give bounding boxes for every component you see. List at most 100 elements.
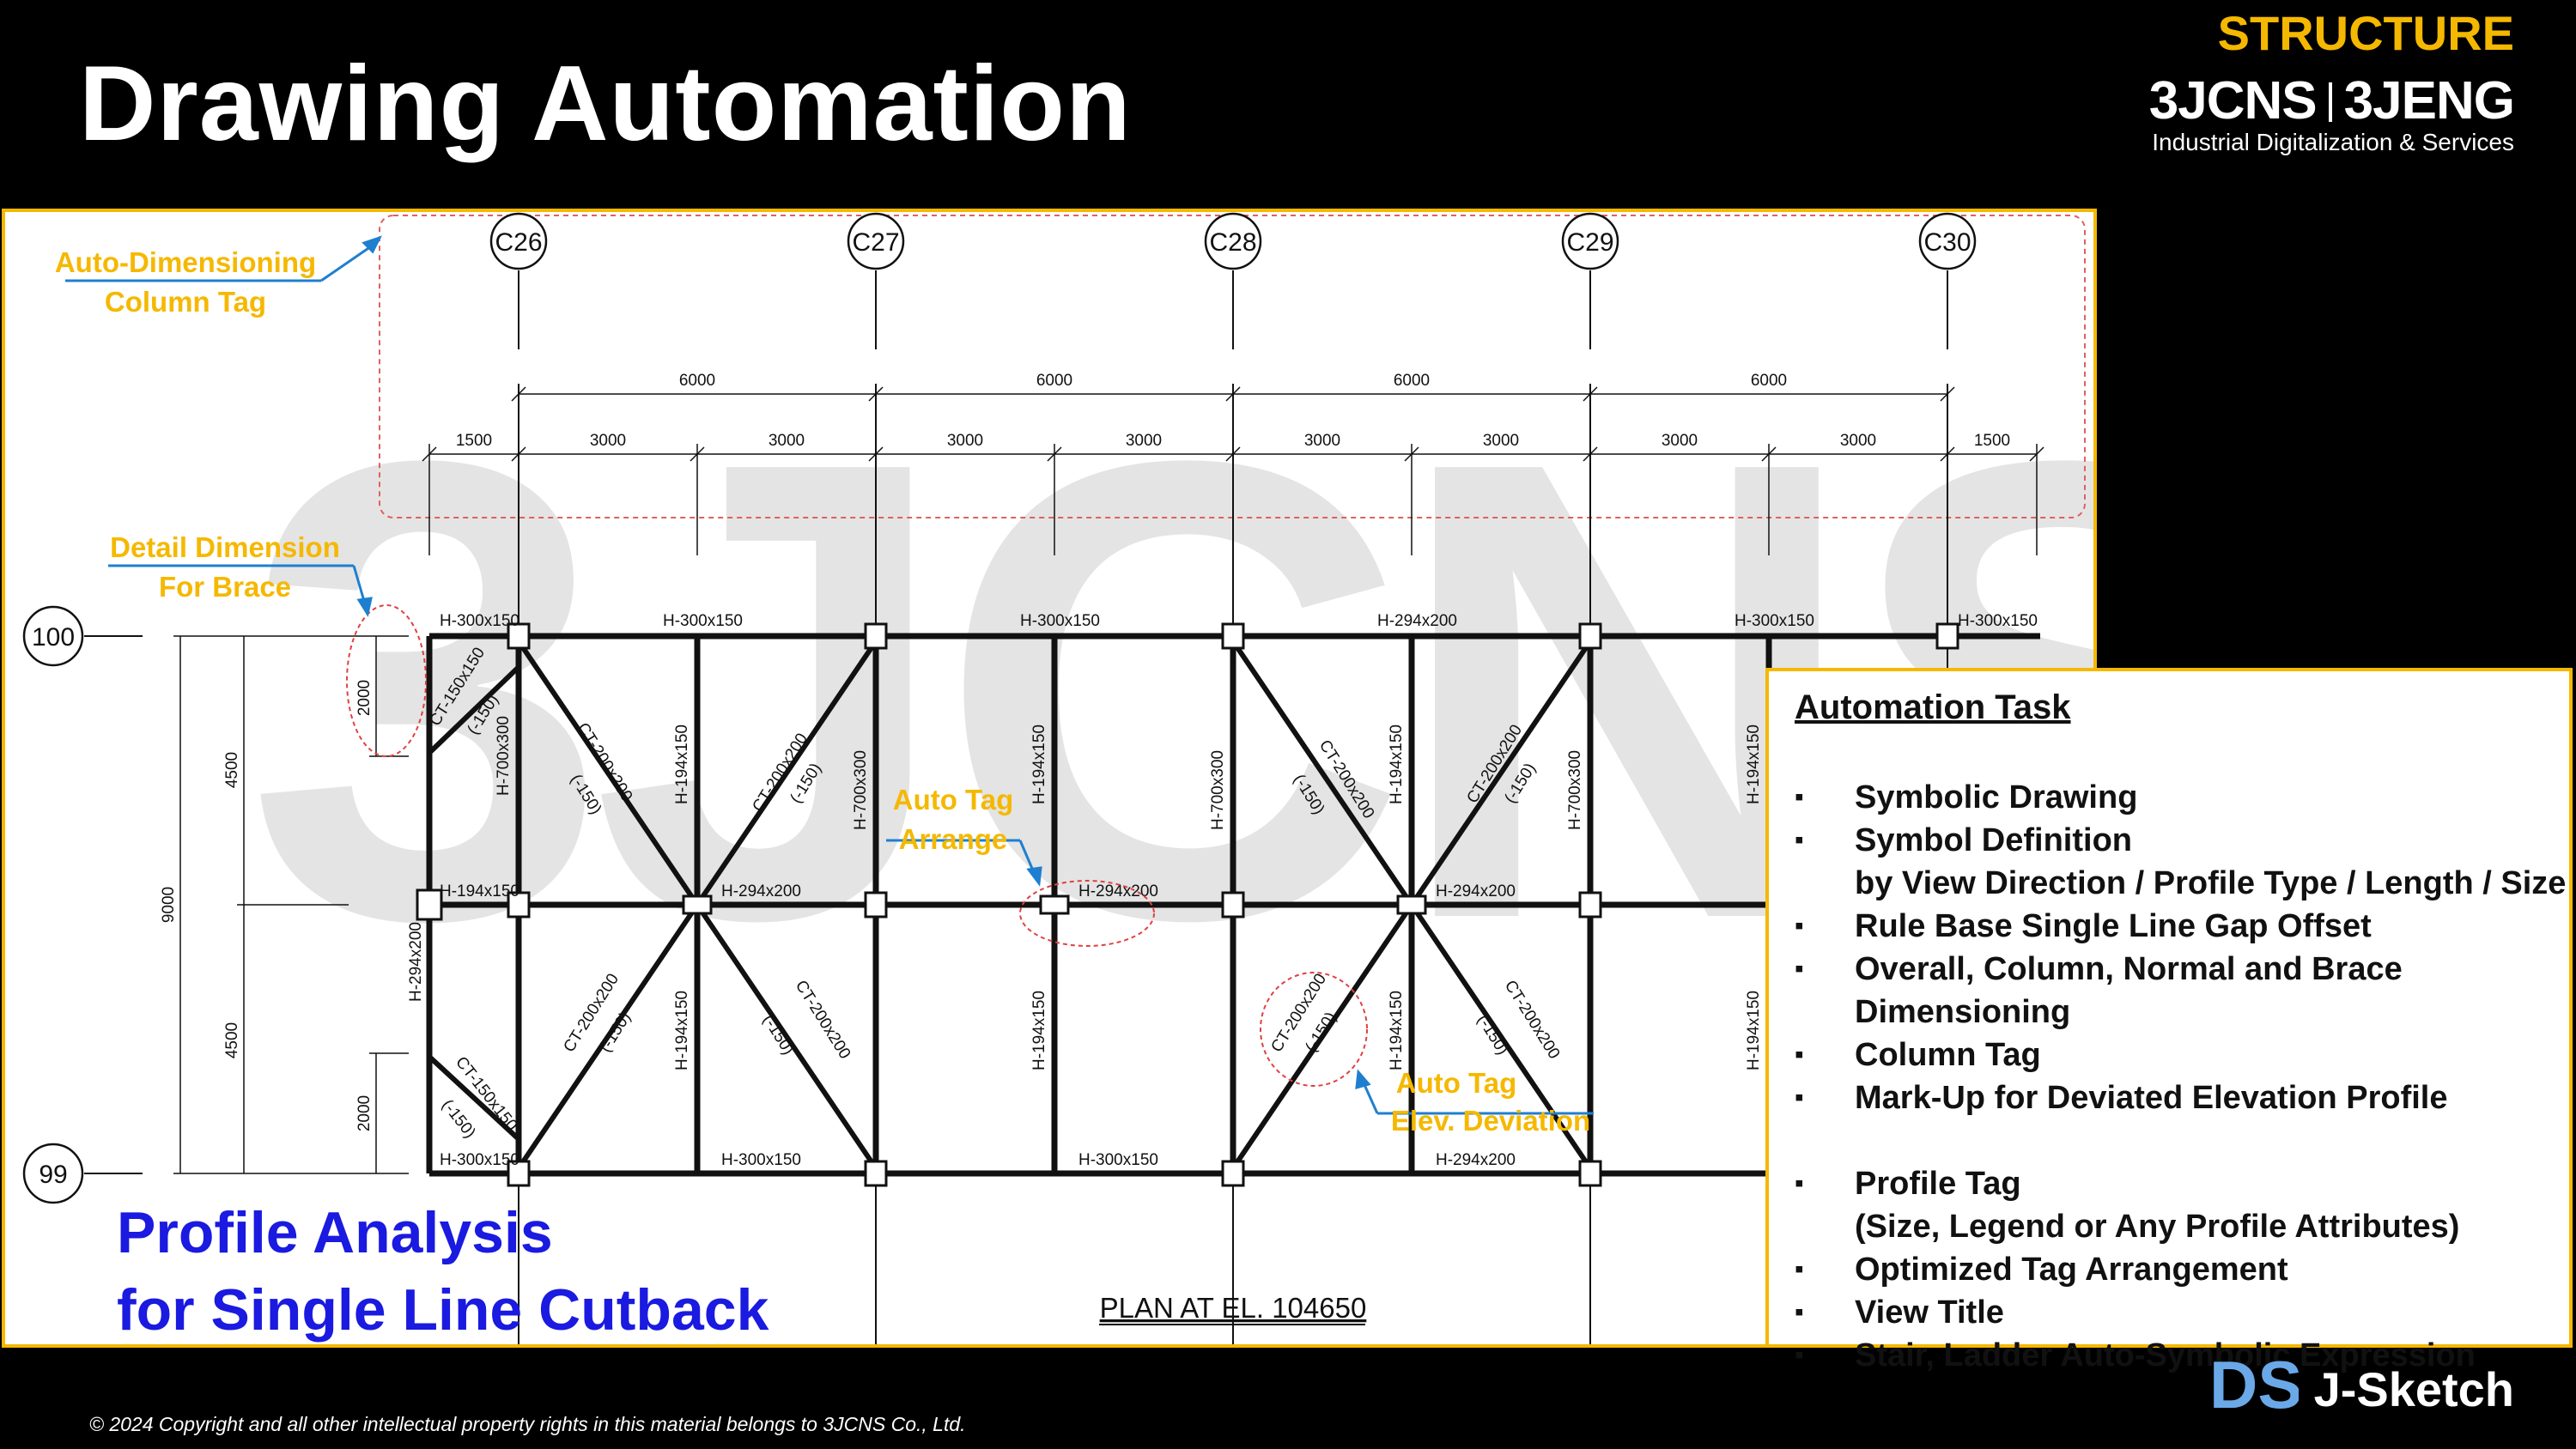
task-item: Profile Tag	[1795, 1162, 2569, 1205]
profile-analysis-line2: for Single Line Cutback	[117, 1277, 769, 1343]
brand-logo: 3JCNS 3JENG	[2148, 70, 2515, 131]
markup-ellipses	[346, 604, 1368, 1087]
tag-h700-3: H-700x300	[1209, 750, 1227, 830]
tag-h300-3: H-300x150	[1020, 612, 1100, 630]
callout-auto-tag-line2: Arrange	[899, 823, 1008, 855]
dim-vertical-upper: 4500	[223, 752, 241, 788]
callout-auto-tag-line1: Auto Tag	[893, 784, 1014, 815]
task-item: Symbolic Drawing	[1795, 776, 2569, 819]
tag-h194-1: H-194x150	[440, 882, 519, 900]
dim-detail-5: 3000	[1126, 432, 1162, 450]
tag-h294-4: H-294x200	[1436, 882, 1516, 900]
detail-dimension-line	[422, 444, 2044, 555]
grid-label-99: 99	[39, 1161, 67, 1189]
brand-3jeng: 3JENG	[2343, 71, 2515, 130]
dim-brace-top: 2000	[355, 680, 374, 716]
dim-overall-4: 6000	[1751, 372, 1787, 390]
grid-bubble-c29	[1561, 212, 1619, 270]
copyright-text: © 2024 Copyright and all other intellect…	[89, 1413, 966, 1435]
task-item: Stair, Ladder Auto-Symbolic Expression	[1795, 1334, 2569, 1377]
product-name: J-Sketch	[2313, 1362, 2514, 1416]
tag-h294-5: H-294x200	[1436, 1151, 1516, 1169]
grid-bubble-100	[22, 605, 84, 667]
page-title: Drawing Automation	[79, 45, 1132, 163]
tag-h194-8: H-194x150	[1388, 991, 1406, 1070]
task-item: Optimized Tag Arrangement	[1795, 1248, 2569, 1291]
grid-label-100: 100	[32, 623, 75, 652]
dim-vertical-lower: 4500	[223, 1022, 241, 1058]
callout-auto-dim-line1: Auto-Dimensioning	[55, 246, 316, 278]
tag-h194-6: H-194x150	[673, 991, 691, 1070]
braces	[427, 640, 1593, 1170]
brand-tagline: Industrial Digitalization & Services	[2152, 129, 2514, 155]
callout-detail-dim-line1: Detail Dimension	[110, 531, 340, 563]
brand-3jcns: 3JCNS	[2148, 71, 2318, 130]
dim-detail-2: 3000	[590, 432, 626, 450]
structural-plan-drawing: 3JCNS TM C26 C27 C28 C29 C30 100 99	[22, 212, 2093, 1344]
grid-bubble-c30	[1918, 212, 1977, 270]
product-brand: DS J-Sketch	[2209, 1355, 2514, 1417]
dim-detail-9: 3000	[1840, 432, 1876, 450]
brand-separator	[2328, 82, 2332, 122]
tag-h700-2: H-700x300	[852, 750, 870, 830]
grid-bubble-99	[22, 1143, 84, 1204]
section-label: STRUCTURE	[2217, 6, 2514, 60]
panel-title: Automation Task	[1795, 688, 2071, 726]
tag-h300-4: H-300x150	[1735, 612, 1814, 630]
grid-bubble-c28	[1204, 212, 1262, 270]
grid-label-c28: C28	[1209, 228, 1256, 257]
tag-h194-4: H-194x150	[1388, 724, 1406, 804]
tag-h294-1: H-294x200	[1377, 612, 1457, 630]
task-item: by View Direction / Profile Type / Lengt…	[1855, 865, 2567, 901]
grid-bubble-c27	[847, 212, 905, 270]
tag-h294-2: H-294x200	[721, 882, 801, 900]
task-item: Symbol Definition	[1795, 819, 2569, 862]
drawing-area: 3JCNS TM C26 C27 C28 C29 C30 100 99	[2, 209, 2097, 1348]
dim-detail-10: 1500	[1974, 432, 2010, 450]
dim-detail-3: 3000	[769, 432, 805, 450]
tag-h300-7: H-300x150	[721, 1151, 801, 1169]
tag-h194-3: H-194x150	[1030, 724, 1048, 804]
overall-dimension-line	[511, 386, 1955, 402]
grid-bubble-c26	[489, 212, 548, 270]
task-item: (Size, Legend or Any Profile Attributes)	[1855, 1209, 2460, 1245]
profile-analysis-line1: Profile Analysis	[117, 1200, 553, 1265]
callout-auto-elev-line1: Auto Tag	[1396, 1067, 1517, 1099]
task-item: Overall, Column, Normal and Brace Dimens…	[1795, 948, 2569, 1034]
callout-auto-dim-line2: Column Tag	[105, 286, 266, 318]
tag-h300-6: H-300x150	[440, 1151, 519, 1169]
callout-detail-dim-line2: For Brace	[159, 571, 291, 603]
view-title: PLAN AT EL. 104650	[1100, 1292, 1367, 1324]
dim-vertical-total: 9000	[160, 887, 178, 923]
tag-dev-2: (-150)	[438, 1096, 479, 1142]
tag-h194-9: H-194x150	[1745, 991, 1763, 1070]
tag-h300-1: H-300x150	[440, 612, 519, 630]
dim-brace-bottom: 2000	[355, 1095, 374, 1131]
tag-h194-5: H-194x150	[1745, 724, 1763, 804]
dim-detail-7: 3000	[1483, 432, 1519, 450]
grid-label-c26: C26	[495, 228, 542, 257]
dim-overall-3: 6000	[1394, 372, 1430, 390]
tag-h700-1: H-700x300	[495, 716, 513, 796]
dim-overall-2: 6000	[1036, 372, 1072, 390]
j-sketch-logo-icon: DS	[2209, 1355, 2299, 1415]
task-item: Rule Base Single Line Gap Offset	[1795, 905, 2569, 948]
tag-h300-5: H-300x150	[1958, 612, 2038, 630]
tag-h194-7: H-194x150	[1030, 991, 1048, 1070]
grid-label-c30: C30	[1923, 228, 1971, 257]
dim-detail-8: 3000	[1662, 432, 1698, 450]
callout-auto-elev-line2: Elev. Deviation	[1391, 1105, 1590, 1137]
tag-h700-4: H-700x300	[1566, 750, 1584, 830]
task-item: View Title	[1795, 1291, 2569, 1334]
task-item: Mark-Up for Deviated Elevation Profile	[1795, 1076, 2569, 1119]
task-item: Column Tag	[1795, 1034, 2569, 1076]
tag-h300-8: H-300x150	[1078, 1151, 1158, 1169]
grid-label-c29: C29	[1566, 228, 1613, 257]
dim-detail-4: 3000	[947, 432, 983, 450]
dim-detail-1: 1500	[456, 432, 492, 450]
column-symbols	[416, 622, 1959, 1187]
svg-text:DS: DS	[2209, 1355, 2299, 1415]
tag-h194-2: H-194x150	[673, 724, 691, 804]
grid-label-c27: C27	[852, 228, 899, 257]
automation-task-panel: Automation Task Symbolic DrawingSymbol D…	[1765, 668, 2573, 1377]
